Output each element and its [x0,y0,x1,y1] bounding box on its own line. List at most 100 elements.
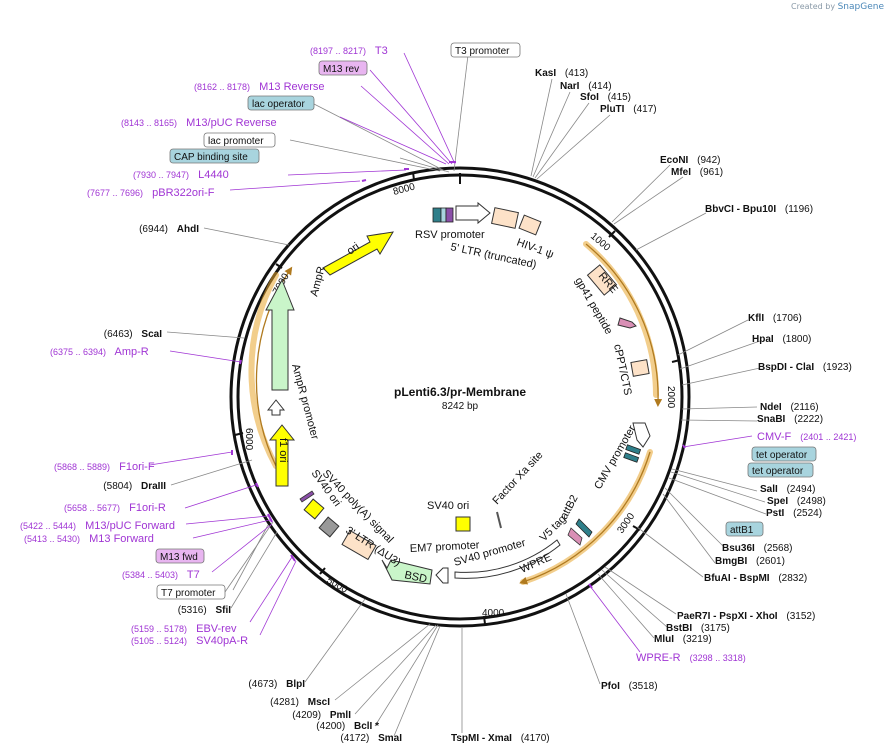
label-tet-operator-1: tet operator [756,450,808,461]
primer-l4440: (7930 .. 7947) L4440 [133,169,229,181]
enzyme-bbvci: BbvCI - Bpu10I (1196) [705,204,813,215]
enzyme-pfoi: PfoI (3518) [601,681,658,692]
primer-ebv-rev: (5159 .. 5178) EBV-rev [131,623,237,635]
label-m13-rev: M13 rev [323,64,359,75]
sv40ori-box-outer [303,498,325,520]
enzyme-xmai: TspMI - XmaI (4170) [451,733,550,744]
enzyme-mlui: MluI (3219) [654,634,712,645]
primer-sv40pa-r: (5105 .. 5124) SV40pA-R [131,635,248,647]
ori-label: ori [345,241,362,258]
label-lac-operator: lac operator [252,99,305,110]
ampr-promoter-label: AmpR promoter [289,363,321,441]
primer-m13-reverse: (8162 .. 8178) M13 Reverse [194,81,325,93]
inner-features [265,201,651,585]
v5-label: V5 tag [538,513,569,544]
v5-arrow [567,527,583,546]
primer-markers [231,161,686,589]
plasmid-size: 8242 bp [442,401,479,412]
primer-t3: (8197 .. 8217) T3 [310,45,388,57]
enzyme-pluti: PluTI (417) [600,104,657,115]
primer-t7: (5384 .. 5403) T7 [122,569,200,581]
ampr-arrow [265,278,295,391]
primer-m13-forward: (5413 .. 5430) M13 Forward [24,533,154,545]
enzyme-snabi: SnaBI (2222) [757,414,823,425]
enzyme-bmgbi: BmgBI (2601) [715,556,785,567]
enzyme-ndei: NdeI (2116) [760,402,819,413]
enzyme-leader-lines [166,54,767,737]
primer-m13puc-reverse: (8143 .. 8165) M13/pUC Reverse [121,117,277,129]
rsv-marker-3 [445,207,454,223]
enzyme-hpai: HpaI (1800) [752,334,811,345]
tick-6000: 6000 [243,428,254,451]
bsd-arrow [381,559,433,585]
tet-box-1 [625,444,642,455]
enzyme-spei: SpeI (2498) [767,496,826,507]
ori-arrow [322,231,394,276]
rsv-promoter-label: RSV promoter [415,229,485,241]
cppt-label: cPPT/CTS [611,343,634,396]
sv40ori-inner-label: SV40 ori [427,500,469,512]
enzyme-blpi: (4673) BlpI [248,679,305,690]
ampr-promoter-arrow [266,399,286,416]
primer-amp-r: (6375 .. 6394) Amp-R [50,346,149,358]
enzyme-bstbi: BstBI (3175) [666,623,730,634]
enzyme-smai: (4172) SmaI [340,733,402,744]
primer-leader-lines [149,52,753,653]
gp41-arrow [617,317,637,329]
label-m13-fwd: M13 fwd [160,552,198,563]
brand-name: SnapGene [837,2,884,12]
enzyme-msci: (4281) MscI [270,697,330,708]
label-lac-promoter: lac promoter [208,136,264,147]
cppt-box [630,359,650,377]
wpre-arrow [454,539,561,579]
primer-pbr322ori-f: (7677 .. 7696) pBR322ori-F [87,187,215,199]
rsv-marker-1 [432,207,442,223]
ltr3-box [341,529,377,561]
hiv-box [518,214,542,236]
boxed-labels: T3 promoter M13 rev lac operator lac pro… [155,42,817,600]
label-t7-promoter: T7 promoter [161,588,216,599]
enzyme-ahdi: (6944) AhdI [139,224,199,235]
tet-box-2 [623,452,640,463]
snapgene-brand: Created by SnapGene [791,2,884,12]
enzyme-psti: PstI (2524) [766,508,822,519]
primer-f1ori-f: (5868 .. 5889) F1ori-F [54,461,155,473]
enzyme-kfli: KflI (1706) [748,313,802,324]
ltr5-box [491,207,519,229]
enzyme-econi: EcoNI (942) [660,155,720,166]
sv40pa-box [318,516,340,538]
enzyme-bspmi: BfuAI - BspMI (2832) [704,573,807,584]
label-tet-operator-2: tet operator [752,466,804,477]
sv40ori-box-inner [455,516,471,532]
enzyme-nari: NarI (414) [560,81,612,92]
enzyme-claI: BspDI - ClaI (1923) [758,362,852,373]
brand-prefix: Created by [791,2,836,11]
factorxa-mark [496,511,502,529]
enzyme-labels-left: (6944) AhdI (6463) ScaI (5804) DraIII (5… [103,224,402,744]
tick-2000: 2000 [665,386,676,409]
plasmid-name: pLenti6.3/pr-Membrane [394,385,526,399]
sv40-poly-marker [299,490,315,503]
enzyme-sfoi: SfoI (415) [580,92,631,103]
enzyme-kasi: KasI (413) [535,68,588,79]
ampr-label: AmpR [308,265,328,298]
enzyme-pmli: (4209) PmlI [292,710,351,721]
enzyme-xhoi: PaeR7I - PspXI - XhoI (3152) [677,611,815,622]
label-t3-promoter: T3 promoter [455,46,510,57]
enzyme-bcli: (4200) BclI * [316,721,379,732]
rsv-marker-2 [440,207,447,223]
enzyme-sali: SalI (2494) [760,484,815,495]
bsd-label: BSD [403,569,428,585]
enzyme-draiii: (5804) DraIII [103,481,166,492]
tick-4000: 4000 [482,608,505,619]
enzyme-sfii: (5316) SfiI [178,605,231,616]
primer-labels: (8197 .. 8217) T3 (8162 .. 8178) M13 Rev… [20,45,856,664]
enzyme-mfei: MfeI (961) [671,167,723,178]
attb2-arrow [575,518,593,538]
f1-ori-arrow [268,424,296,487]
rsv-promoter-arrow [455,201,491,225]
factorxa-label: Factor Xa site [490,449,545,507]
tick-5000: 5000 [325,575,350,596]
primer-cmv-f: CMV-F (2401 .. 2421) [757,431,856,443]
